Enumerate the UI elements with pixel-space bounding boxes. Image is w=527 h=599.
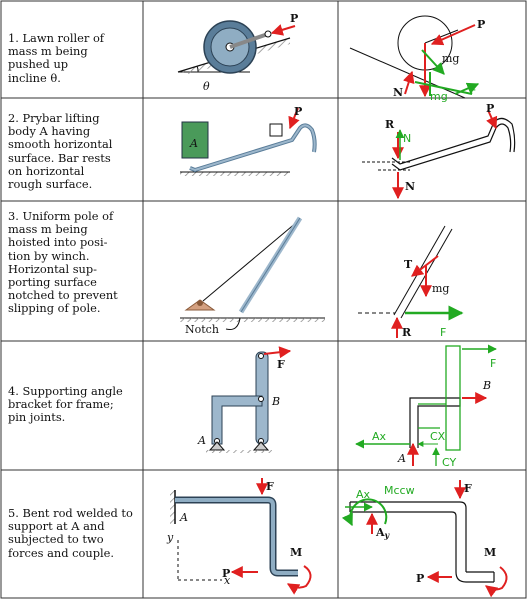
p-label-row2: P <box>294 105 302 118</box>
n-green-label: N <box>403 132 411 145</box>
row-5-description: 5. Bent rod welded to support at A and s… <box>8 506 133 560</box>
notch-label: Notch <box>185 323 219 336</box>
row-1-line-4: incline θ. <box>8 70 61 85</box>
prybar <box>189 123 317 172</box>
row-2-line-5: on horizontal <box>8 163 85 178</box>
angle-bracket <box>211 395 263 445</box>
normal-arrow <box>403 70 415 95</box>
n-label-row2: N <box>405 180 415 193</box>
row-3-line-3: hoisted into posi- <box>8 235 108 250</box>
row-2-line-2: body A having <box>8 124 91 139</box>
a-label-row5: A <box>179 511 188 524</box>
b-label-fbd: B <box>482 379 491 392</box>
row-1-line-2: mass m being <box>8 44 88 59</box>
cx-label: CX <box>430 430 446 443</box>
cy-label: CY <box>442 456 456 469</box>
row-1-description: 1. Lawn roller of mass m being pushed up… <box>8 31 105 85</box>
body-a-block <box>181 121 209 159</box>
row-3-line-7: notched to prevent <box>8 288 118 303</box>
row-5-line-2: support at A and <box>8 519 105 534</box>
theta-label: θ <box>203 80 210 93</box>
t-label: T <box>404 258 413 271</box>
row-5-line-4: forces and couple. <box>8 545 115 560</box>
m-label-fbd5: M <box>484 546 496 559</box>
y-axis-label: y <box>166 531 174 544</box>
green-member-outline <box>445 345 461 451</box>
row-4-free-body-diagram: F B Ax CX A CY <box>355 344 497 469</box>
m-label: M <box>290 546 302 559</box>
p-label: P <box>290 12 298 25</box>
row-3-line-2: mass m being <box>8 222 88 237</box>
row-2-system-sketch: A P <box>180 105 317 176</box>
a-label-row4: A <box>197 434 206 447</box>
f-label-row5: F <box>266 480 274 493</box>
row-3-line-8: slipping of pole. <box>8 301 101 316</box>
row-1-line-3: pushed up <box>8 57 69 72</box>
p-label-row5: P <box>222 567 230 580</box>
row-4-description: 4. Supporting angle bracket for frame; p… <box>8 384 123 425</box>
row-4-line-2: bracket for frame; <box>8 397 114 412</box>
mccw-label: Mccw <box>384 484 415 497</box>
row-2-free-body-diagram: R N N P <box>362 102 516 200</box>
roller-handle <box>229 32 269 49</box>
row-3-free-body-diagram: T mg R F <box>358 225 464 339</box>
mccw-arrow <box>341 498 388 527</box>
row-5-line-1: 5. Bent rod welded to <box>8 506 133 520</box>
row-3-line-4: tion by winch. <box>8 248 90 263</box>
a-label-fbd4: A <box>397 452 406 465</box>
row-3-system-sketch: Notch <box>180 216 325 336</box>
row-1-system-sketch: P θ <box>177 12 298 93</box>
f-green-label-row3: F <box>440 326 446 339</box>
b-label: B <box>271 395 280 408</box>
ay-label: Ay <box>375 526 391 540</box>
row-5-system-sketch: A F P M y x <box>166 478 312 595</box>
bent-rod <box>175 496 298 577</box>
mg-label-row3: mg <box>432 282 449 295</box>
row-5-free-body-diagram: Ax Mccw Ay F P M <box>341 480 508 598</box>
row-2-line-4: surface. Bar rests <box>8 150 111 165</box>
row-5-line-3: subjected to two <box>8 532 104 547</box>
row-3-line-5: Horizontal sup- <box>8 261 98 276</box>
p-force-arrow <box>270 24 296 36</box>
f-green-label: F <box>470 84 476 97</box>
n-label: N <box>393 86 403 99</box>
row-1-free-body-diagram: P mg N mg F <box>349 15 485 103</box>
f-label-fbd5: F <box>464 482 472 495</box>
ax-label: Ax <box>372 430 387 443</box>
f-label-row4: F <box>277 358 285 371</box>
row-2-description: 2. Prybar lifting body A having smooth h… <box>8 111 113 192</box>
p-label-fbd2: P <box>486 102 494 115</box>
row-4-system-sketch: F B A <box>197 346 292 453</box>
a-label: A <box>189 137 198 150</box>
row-3-line-1: 3. Uniform pole of <box>8 209 114 223</box>
row-4-line-1: 4. Supporting angle <box>8 384 123 398</box>
r-label: R <box>385 118 395 131</box>
r-label-row3: R <box>402 326 412 339</box>
ax-label-row5: Ax <box>356 488 371 501</box>
mg-label: mg <box>442 52 459 65</box>
f-green-label-row4: F <box>490 357 496 370</box>
p-label-fbd5: P <box>416 572 424 585</box>
row-3-description: 3. Uniform pole of mass m being hoisted … <box>8 209 118 316</box>
row-1-line-1: 1. Lawn roller of <box>8 31 105 45</box>
couple-m-arrow <box>286 565 312 595</box>
row-2-line-6: rough surface. <box>8 177 93 192</box>
row-2-line-1: 2. Prybar lifting <box>8 111 100 125</box>
mg-green-label: mg <box>430 90 448 103</box>
row-3-line-6: porting surface <box>8 275 97 290</box>
p-label-fbd: P <box>477 18 485 31</box>
x-axis-label: x <box>224 574 231 587</box>
row-4-line-3: pin joints. <box>8 410 66 425</box>
row-2-line-3: smooth horizontal <box>8 137 113 152</box>
